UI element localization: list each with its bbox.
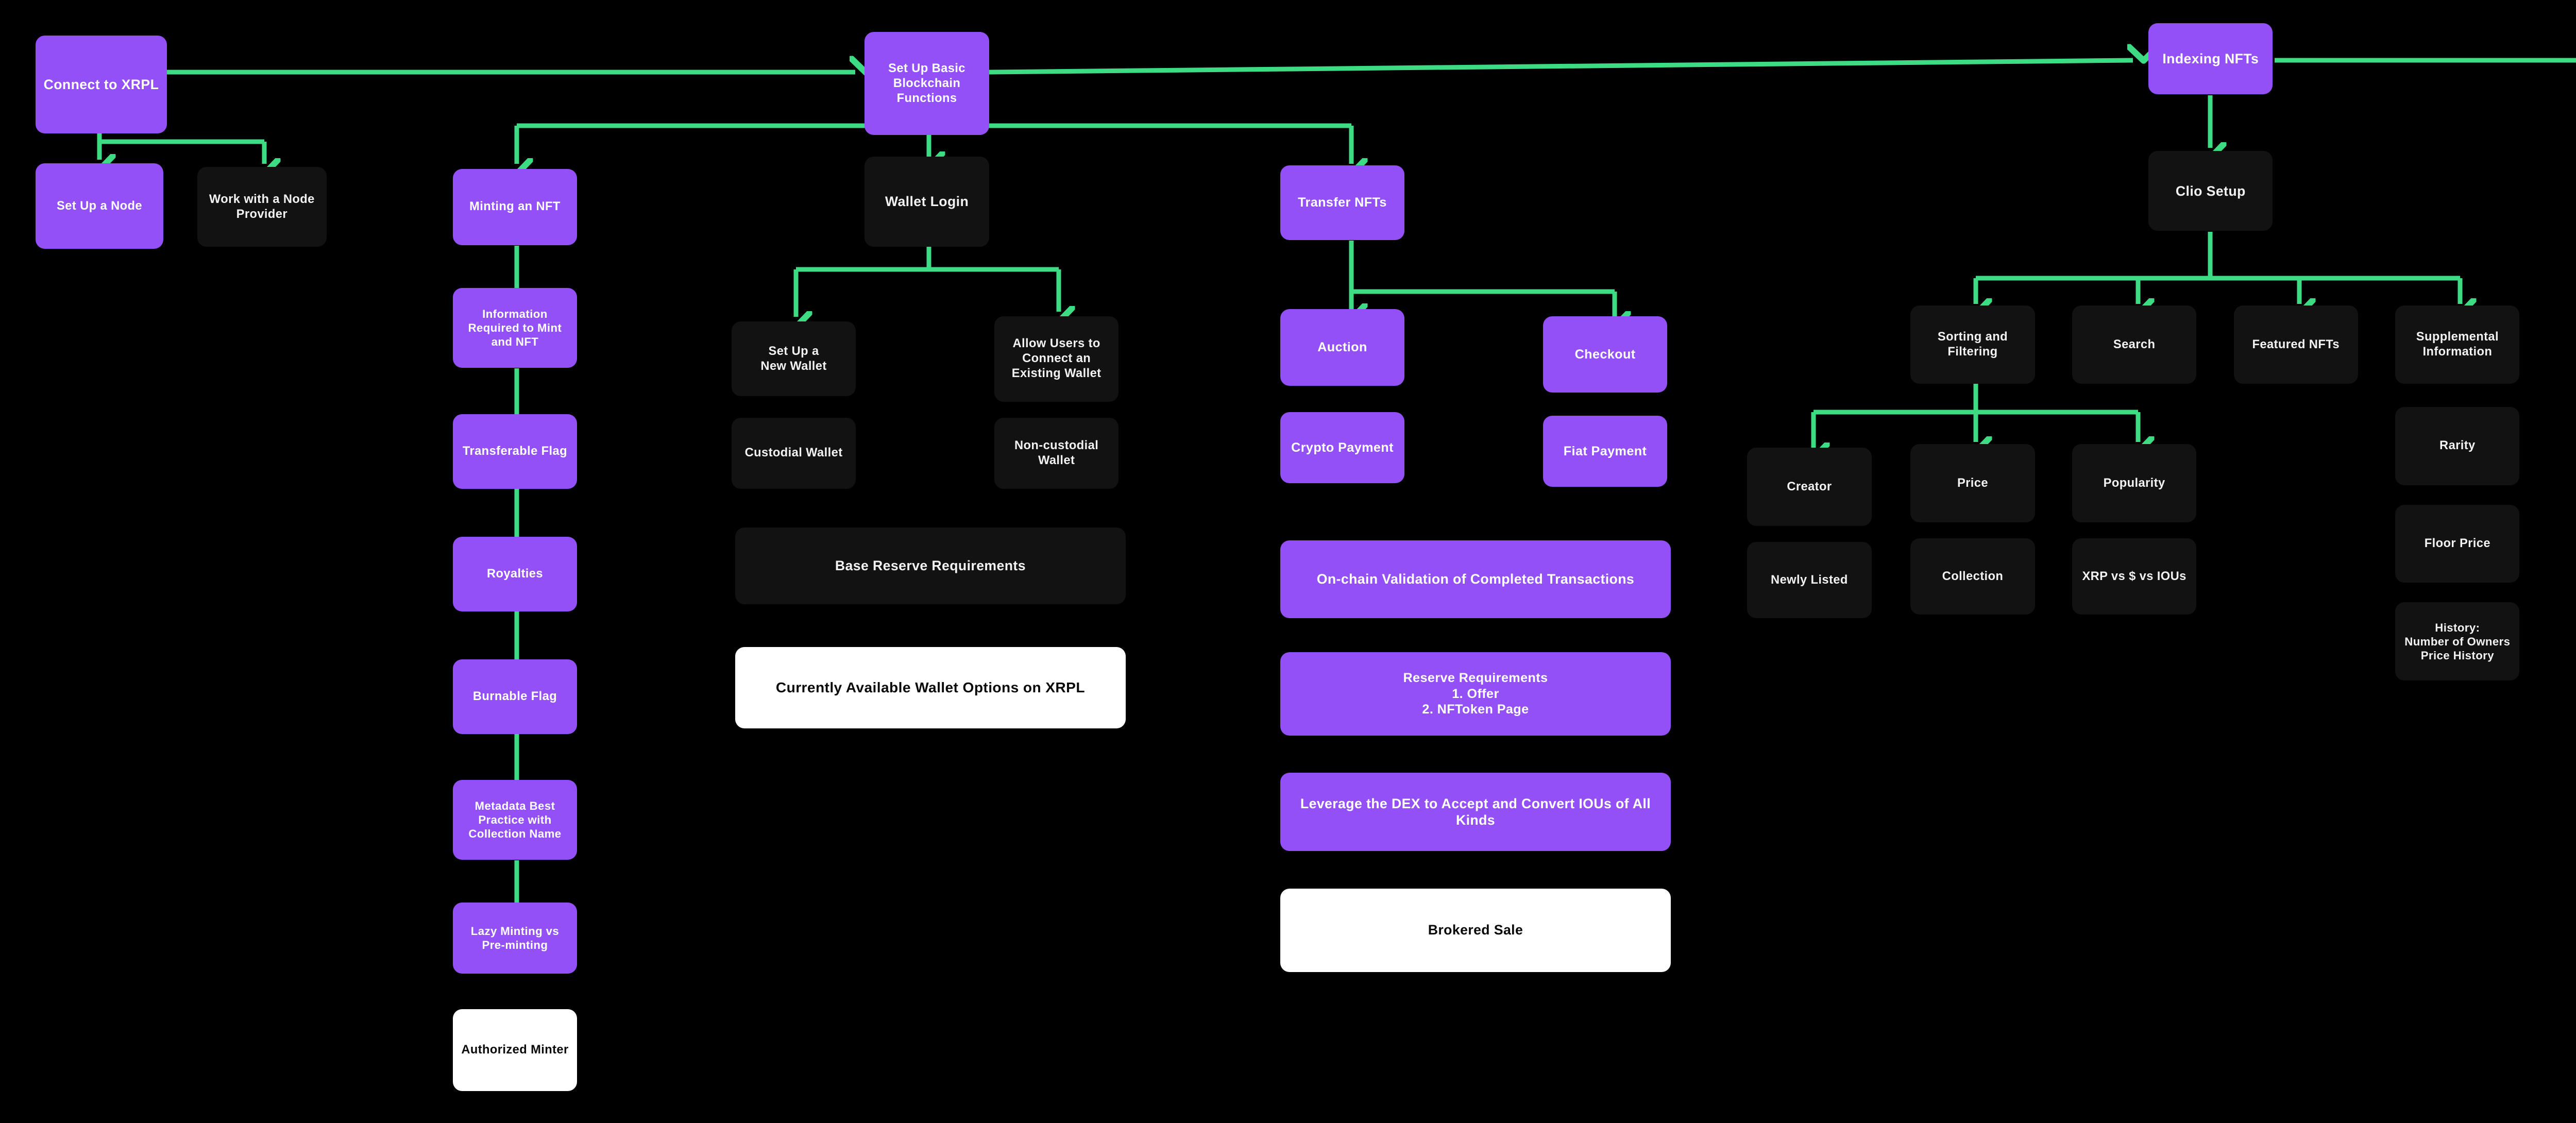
node-indexing-nfts[interactable]: Indexing NFTs — [2148, 23, 2273, 94]
node-label: Allow Users to Connect an Existing Walle… — [1011, 337, 1101, 381]
node-label: History: Number of Owners Price History — [2404, 621, 2511, 662]
node-label: Transfer NFTs — [1298, 195, 1387, 210]
node-xrp-vs-dollar-vs-ious[interactable]: XRP vs $ vs IOUs — [2072, 538, 2197, 615]
node-set-up-a-node[interactable]: Set Up a Node — [35, 163, 164, 249]
node-fiat-payment[interactable]: Fiat Payment — [1543, 416, 1668, 487]
node-label: Floor Price — [2424, 537, 2490, 551]
node-leverage-the-dex[interactable]: Leverage the DEX to Accept and Convert I… — [1280, 773, 1671, 852]
node-label: Set Up Basic Blockchain Functions — [888, 61, 965, 105]
node-minting-an-nft[interactable]: Minting an NFT — [452, 168, 578, 245]
node-auction[interactable]: Auction — [1280, 309, 1405, 386]
node-history-owners-price[interactable]: History: Number of Owners Price History — [2395, 602, 2520, 681]
node-popularity[interactable]: Popularity — [2072, 444, 2197, 523]
node-label: Minting an NFT — [469, 200, 561, 214]
node-label: On-chain Validation of Completed Transac… — [1316, 571, 1635, 587]
node-label: Fiat Payment — [1563, 444, 1647, 458]
node-metadata-best-practice[interactable]: Metadata Best Practice with Collection N… — [452, 780, 578, 860]
node-label: Crypto Payment — [1291, 440, 1394, 455]
node-label: Supplemental Information — [2416, 330, 2499, 359]
node-connect-to-xrpl[interactable]: Connect to XRPL — [35, 35, 167, 133]
node-work-with-node-provider[interactable]: Work with a Node Provider — [197, 167, 327, 247]
node-label: Currently Available Wallet Options on XR… — [775, 679, 1085, 695]
node-label: Collection — [1942, 569, 2004, 583]
node-label: Indexing NFTs — [2162, 50, 2259, 66]
node-label: XRP vs $ vs IOUs — [2082, 569, 2187, 583]
node-label: Featured NFTs — [2252, 337, 2340, 351]
node-label: Reserve Requirements 1. Offer 2. NFToken… — [1403, 670, 1548, 717]
node-on-chain-validation[interactable]: On-chain Validation of Completed Transac… — [1280, 540, 1671, 619]
node-featured-nfts[interactable]: Featured NFTs — [2233, 305, 2358, 384]
node-set-up-new-wallet[interactable]: Set Up a New Wallet — [731, 321, 856, 397]
node-label: Popularity — [2103, 476, 2165, 490]
node-custodial-wallet[interactable]: Custodial Wallet — [731, 417, 856, 489]
node-floor-price[interactable]: Floor Price — [2395, 504, 2520, 583]
node-reserve-requirements[interactable]: Reserve Requirements 1. Offer 2. NFToken… — [1280, 652, 1671, 736]
node-label: Rarity — [2439, 439, 2476, 453]
node-label: Newly Listed — [1771, 573, 1848, 587]
node-non-custodial-wallet[interactable]: Non-custodial Wallet — [994, 417, 1119, 489]
node-burnable-flag[interactable]: Burnable Flag — [452, 659, 578, 734]
node-label: Burnable Flag — [472, 689, 557, 703]
node-sorting-and-filtering[interactable]: Sorting and Filtering — [1910, 305, 2035, 384]
node-label: Set Up a Node — [57, 199, 142, 213]
node-search[interactable]: Search — [2072, 305, 2197, 384]
node-label: Information Required to Mint and NFT — [468, 307, 562, 348]
node-label: Leverage the DEX to Accept and Convert I… — [1300, 795, 1651, 828]
node-label: Creator — [1787, 480, 1832, 494]
node-label: Base Reserve Requirements — [835, 558, 1026, 574]
node-lazy-minting-vs-preminting[interactable]: Lazy Minting vs Pre-minting — [452, 903, 578, 974]
node-label: Auction — [1317, 339, 1367, 354]
node-royalties[interactable]: Royalties — [452, 536, 578, 611]
node-allow-users-connect-wallet[interactable]: Allow Users to Connect an Existing Walle… — [994, 316, 1119, 402]
node-brokered-sale[interactable]: Brokered Sale — [1280, 888, 1671, 972]
node-rarity[interactable]: Rarity — [2395, 406, 2520, 485]
node-authorized-minter[interactable]: Authorized Minter — [452, 1009, 578, 1091]
node-label: Metadata Best Practice with Collection N… — [468, 799, 562, 841]
node-transfer-nfts[interactable]: Transfer NFTs — [1280, 165, 1405, 240]
wire-connect-branch — [97, 133, 264, 144]
node-label: Authorized Minter — [461, 1043, 569, 1057]
node-transferable-flag[interactable]: Transferable Flag — [452, 414, 578, 489]
node-label: Price — [1957, 476, 1988, 490]
node-label: Set Up a New Wallet — [760, 344, 827, 373]
node-currently-available-wallet[interactable]: Currently Available Wallet Options on XR… — [735, 646, 1126, 729]
node-creator[interactable]: Creator — [1747, 448, 1872, 526]
node-crypto-payment[interactable]: Crypto Payment — [1280, 412, 1405, 484]
node-label: Royalties — [486, 567, 543, 581]
node-label: Checkout — [1574, 347, 1636, 362]
node-supplemental-information[interactable]: Supplemental Information — [2395, 305, 2520, 384]
node-label: Lazy Minting vs Pre-minting — [470, 925, 560, 952]
node-label: Work with a Node Provider — [209, 192, 315, 221]
node-collection[interactable]: Collection — [1910, 538, 2035, 615]
node-checkout[interactable]: Checkout — [1543, 316, 1668, 393]
node-label: Custodial Wallet — [744, 446, 843, 460]
node-information-required[interactable]: Information Required to Mint and NFT — [452, 287, 578, 368]
node-label: Clio Setup — [2175, 183, 2246, 199]
node-clio-setup[interactable]: Clio Setup — [2148, 151, 2273, 231]
wire-basic-to-indexing — [989, 60, 2133, 75]
node-wallet-login[interactable]: Wallet Login — [865, 156, 989, 247]
node-set-up-basic-blockchain[interactable]: Set Up Basic Blockchain Functions — [865, 32, 989, 135]
node-base-reserve-requirements[interactable]: Base Reserve Requirements — [735, 528, 1126, 604]
node-label: Non-custodial Wallet — [1014, 438, 1099, 467]
node-label: Sorting and Filtering — [1937, 330, 2008, 359]
node-label: Connect to XRPL — [43, 76, 159, 92]
node-newly-listed[interactable]: Newly Listed — [1747, 542, 1872, 619]
node-label: Transferable Flag — [462, 444, 567, 458]
node-label: Search — [2113, 337, 2156, 351]
node-price[interactable]: Price — [1910, 444, 2035, 523]
node-label: Wallet Login — [885, 194, 969, 210]
node-label: Brokered Sale — [1428, 922, 1523, 938]
